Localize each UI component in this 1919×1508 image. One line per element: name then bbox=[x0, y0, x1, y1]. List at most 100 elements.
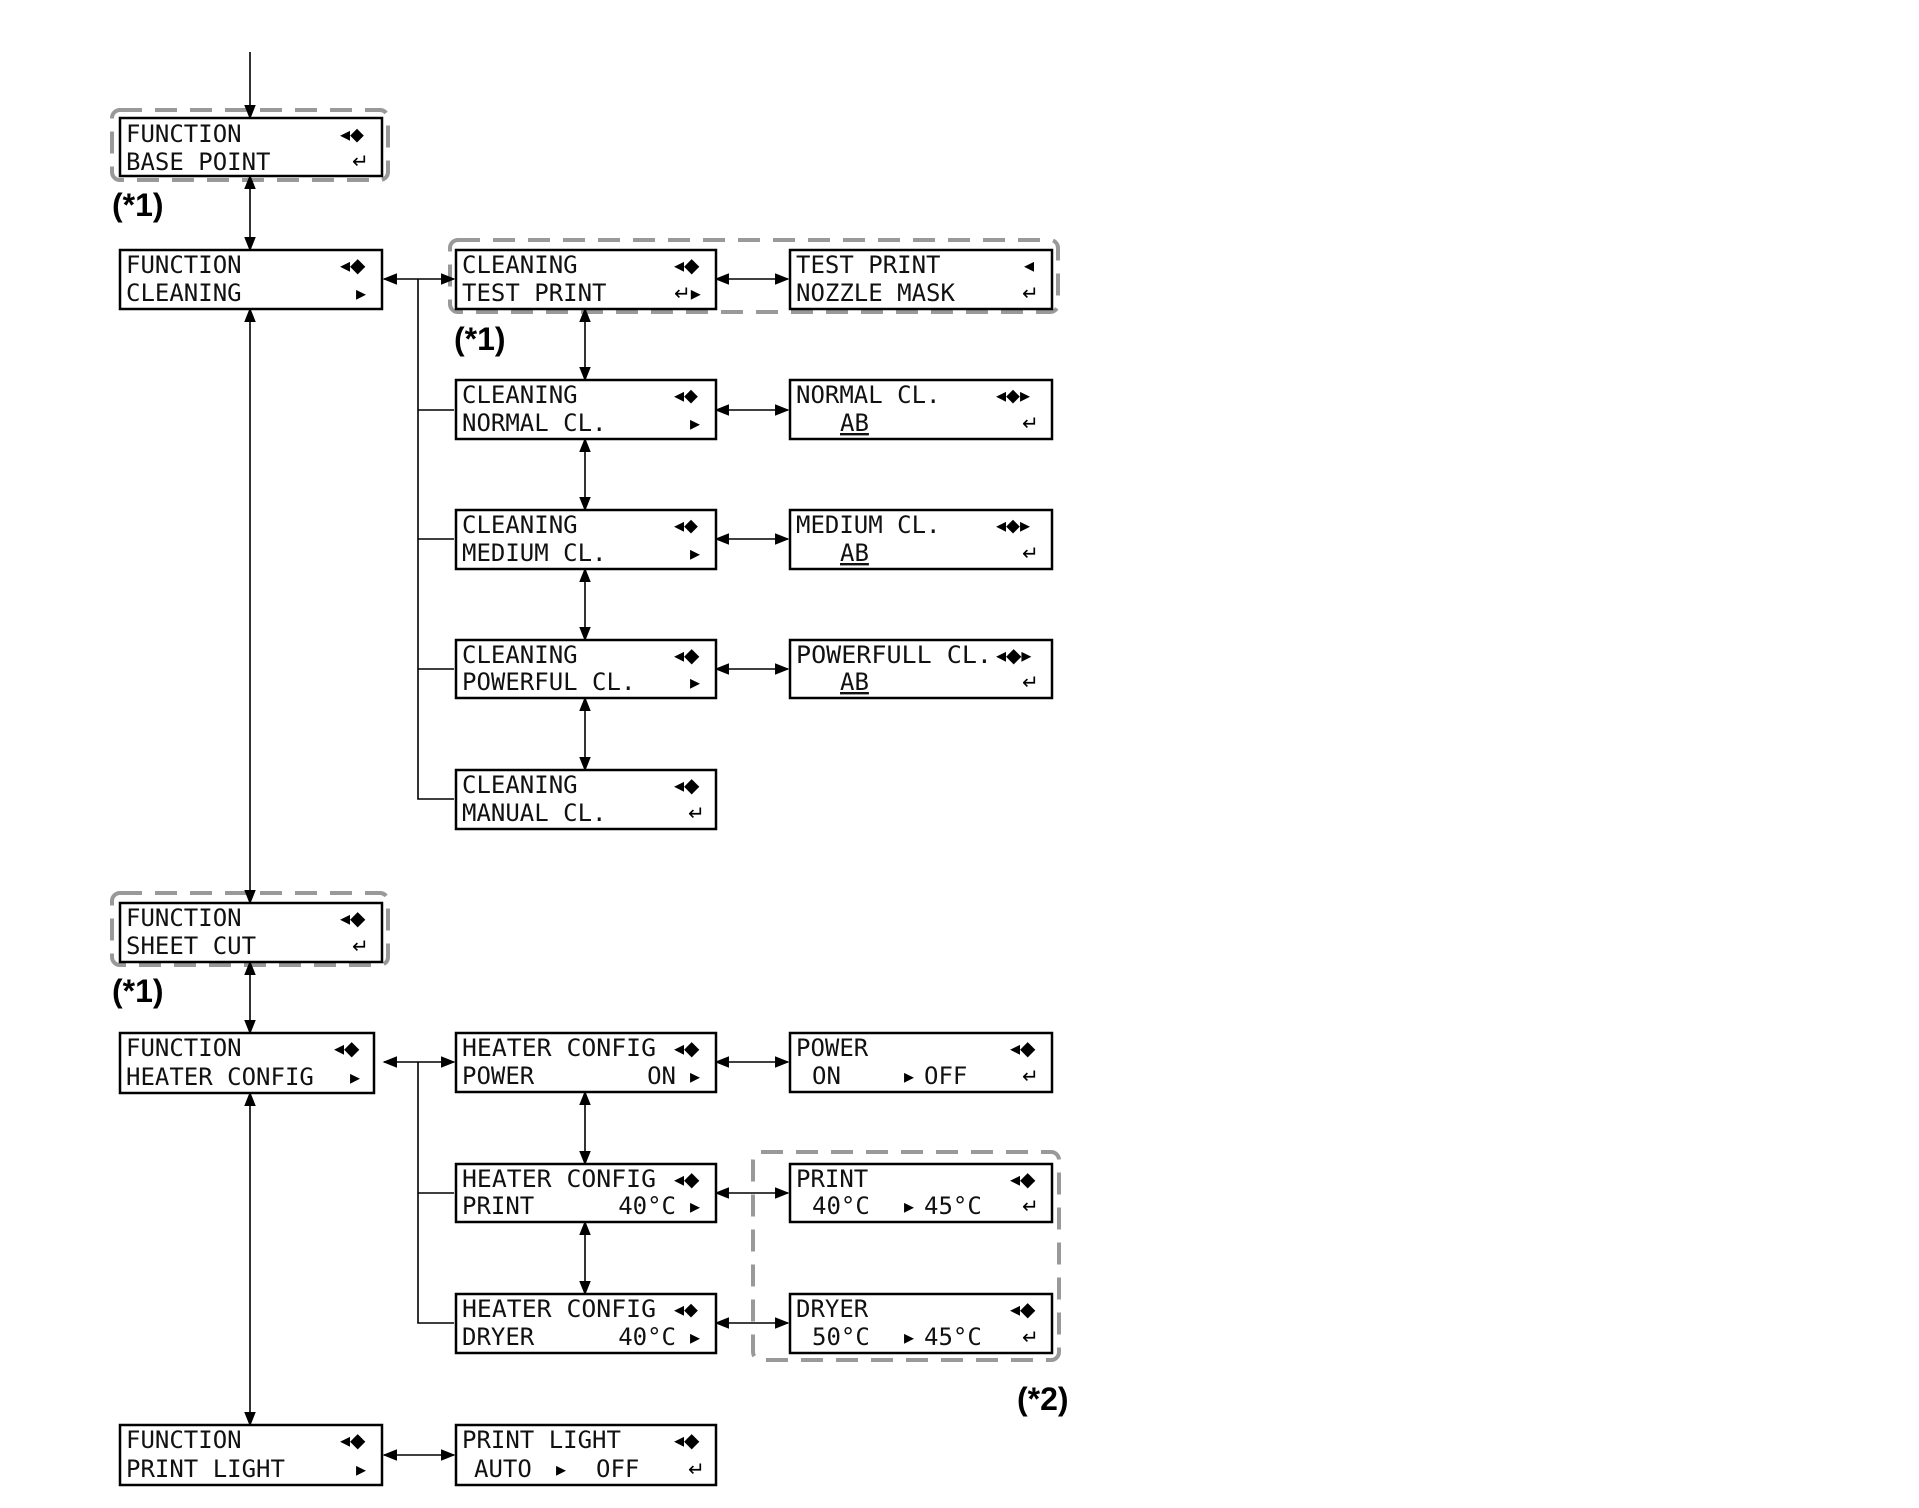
right-arrow-icon: ▸ bbox=[356, 281, 366, 305]
enter-icon: ↵ bbox=[1022, 1194, 1039, 1218]
screen-heater-dryer[interactable] bbox=[454, 1292, 718, 1355]
screen-nozzle-mask[interactable] bbox=[788, 248, 1054, 311]
screen-normal-cl-sel[interactable] bbox=[788, 378, 1054, 441]
cleaning-line1: FUNCTION bbox=[126, 251, 242, 279]
enter-icon: ↵ bbox=[1022, 670, 1039, 694]
screen-powerful-cl-sel[interactable] bbox=[788, 638, 1054, 700]
note-sheet-cut: (*1) bbox=[112, 973, 164, 1009]
power-sel-line1: POWER bbox=[796, 1034, 869, 1062]
leftright-arrows-icon: ◂◆ bbox=[340, 1428, 366, 1452]
print-light-sel-new: OFF bbox=[596, 1455, 639, 1483]
heater-power-label: POWER bbox=[462, 1062, 535, 1090]
screen-print-light[interactable] bbox=[118, 1423, 384, 1487]
screen-heater-power[interactable] bbox=[454, 1031, 718, 1094]
sheet-cut-line1: FUNCTION bbox=[126, 904, 242, 932]
screen-print-light-sel[interactable] bbox=[454, 1423, 718, 1487]
screens bbox=[118, 116, 1054, 1487]
heater-dryer-line1: HEATER CONFIG bbox=[462, 1295, 656, 1323]
right-arrow-icon: ▸ bbox=[904, 1325, 914, 1349]
enter-icon: ↵ bbox=[1022, 281, 1039, 305]
leftright-arrows-icon: ◂◆ bbox=[674, 773, 700, 797]
screen-dryer-sel[interactable] bbox=[788, 1292, 1054, 1355]
cleaning-branch-bracket bbox=[417, 279, 454, 800]
enter-icon: ↵ bbox=[1022, 1325, 1039, 1349]
normal-cl-sel-line1: NORMAL CL. bbox=[796, 381, 941, 409]
heater-config-line1: FUNCTION bbox=[126, 1034, 242, 1062]
print-light-line2: PRINT LIGHT bbox=[126, 1455, 285, 1483]
power-sel-current: ON bbox=[812, 1062, 841, 1090]
leftright-arrows-icon: ◂◆ bbox=[340, 906, 366, 930]
dryer-sel-new: 45°C bbox=[924, 1323, 982, 1351]
right-arrow-icon: ▸ bbox=[904, 1194, 914, 1218]
enter-icon: ↵ bbox=[688, 801, 705, 825]
updown-arrows-icon: ◂⬥ bbox=[340, 122, 364, 146]
updown-arrows-icon: ◂⬥ bbox=[674, 513, 698, 537]
print-light-line1: FUNCTION bbox=[126, 1426, 242, 1454]
leftright-arrows-icon: ◂◆ bbox=[1010, 1297, 1036, 1321]
right-arrow-icon: ▸ bbox=[690, 1325, 700, 1349]
manual-cl-line2: MANUAL CL. bbox=[462, 799, 607, 827]
heater-branch-bracket bbox=[417, 1062, 454, 1324]
heater-dryer-value: 40°C bbox=[618, 1323, 676, 1351]
leftright-arrows-icon: ◂◆ bbox=[674, 1036, 700, 1060]
leftright-arrows-icon: ◂◆ bbox=[334, 1036, 360, 1060]
nozzle-mask-line2: NOZZLE MASK bbox=[796, 279, 955, 307]
print-sel-new: 45°C bbox=[924, 1192, 982, 1220]
screen-powerful-cl[interactable] bbox=[454, 638, 718, 700]
medium-cl-sel-line1: MEDIUM CL. bbox=[796, 511, 941, 539]
test-print-line1: CLEANING bbox=[462, 251, 578, 279]
nozzle-mask-line1: TEST PRINT bbox=[796, 251, 941, 279]
leftright-arrows-icon: ◂◆ bbox=[674, 253, 700, 277]
screen-heater-print[interactable] bbox=[454, 1162, 718, 1224]
updown-arrows-icon: ◂⬥ bbox=[674, 383, 698, 407]
enter-icon: ↵ bbox=[352, 934, 369, 958]
enter-icon: ↵ bbox=[1022, 1064, 1039, 1088]
heater-print-label: PRINT bbox=[462, 1192, 534, 1220]
screen-sheet-cut[interactable] bbox=[118, 901, 384, 964]
heater-dryer-label: DRYER bbox=[462, 1323, 535, 1351]
dryer-sel-line1: DRYER bbox=[796, 1295, 869, 1323]
right-arrow-icon: ▸ bbox=[690, 1064, 700, 1088]
enter-icon: ↵ bbox=[1022, 411, 1039, 435]
screen-medium-cl-sel[interactable] bbox=[788, 508, 1054, 571]
screen-texts: FUNCTION BASE POINT ◂⬥ ↵ FUNCTION CLEANI… bbox=[126, 120, 1039, 1483]
right-arrow-icon: ▸ bbox=[690, 541, 700, 565]
note-heater-temps: (*2) bbox=[1017, 1381, 1069, 1417]
updown-right-arrows-icon: ◂⬥▸ bbox=[996, 513, 1030, 537]
right-arrow-icon: ▸ bbox=[690, 411, 700, 435]
screen-power-sel[interactable] bbox=[788, 1031, 1054, 1094]
powerful-cl-sel-line1: POWERFULL CL. bbox=[796, 641, 992, 669]
heater-print-line1: HEATER CONFIG bbox=[462, 1165, 656, 1193]
leftright-right-arrows-icon: ◂◆▸ bbox=[996, 643, 1031, 667]
heater-power-line1: HEATER CONFIG bbox=[462, 1034, 656, 1062]
note-test-print: (*1) bbox=[454, 321, 506, 357]
heater-config-line2: HEATER CONFIG bbox=[126, 1063, 314, 1091]
screen-manual-cl[interactable] bbox=[454, 768, 718, 831]
powerful-cl-line2: POWERFUL CL. bbox=[462, 668, 635, 696]
leftright-arrows-icon: ◂◆ bbox=[340, 253, 366, 277]
manual-cl-line1: CLEANING bbox=[462, 771, 578, 799]
enter-right-icon: ↵▸ bbox=[674, 281, 701, 305]
screen-cleaning[interactable] bbox=[118, 248, 384, 311]
medium-cl-line1: CLEANING bbox=[462, 511, 578, 539]
print-light-sel-current: AUTO bbox=[474, 1455, 532, 1483]
note-base-point: (*1) bbox=[112, 187, 164, 223]
screen-test-print[interactable] bbox=[454, 248, 718, 311]
sheet-cut-line2: SHEET CUT bbox=[126, 932, 256, 960]
print-light-sel-line1: PRINT LIGHT bbox=[462, 1426, 621, 1454]
leftright-arrows-icon: ◂◆ bbox=[1010, 1036, 1036, 1060]
screen-print-sel[interactable] bbox=[788, 1162, 1054, 1224]
left-arrow-icon: ◂ bbox=[1024, 253, 1034, 277]
screen-normal-cl[interactable] bbox=[454, 378, 718, 441]
notes: (*1) (*1) (*1) (*2) bbox=[112, 187, 1069, 1417]
screen-base-point[interactable] bbox=[118, 116, 384, 178]
connectors bbox=[244, 52, 790, 1461]
screen-heater-config[interactable] bbox=[118, 1031, 376, 1095]
right-arrow-icon: ▸ bbox=[904, 1064, 914, 1088]
powerful-cl-sel-heads: AB bbox=[840, 668, 869, 696]
medium-cl-line2: MEDIUM CL. bbox=[462, 539, 607, 567]
screen-medium-cl[interactable] bbox=[454, 508, 718, 571]
dryer-sel-current: 50°C bbox=[812, 1323, 870, 1351]
print-sel-line1: PRINT bbox=[796, 1165, 868, 1193]
